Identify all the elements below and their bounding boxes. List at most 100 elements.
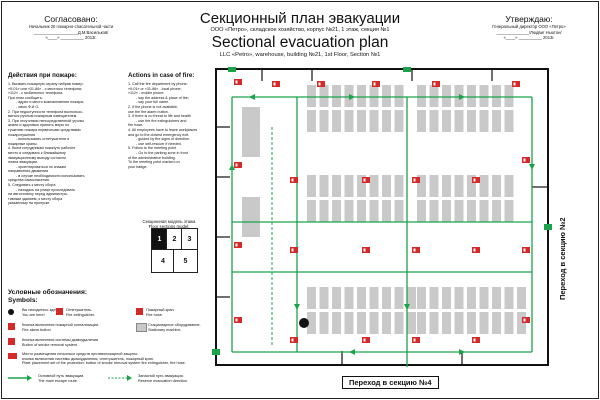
legend-fire-hose: Пожарный кран.Fire hose. bbox=[136, 308, 206, 317]
fire-equipment-glyph bbox=[413, 178, 416, 182]
rack bbox=[369, 110, 379, 132]
legend-text-en: You are here! bbox=[22, 312, 45, 317]
fire-equipment-glyph bbox=[291, 178, 294, 182]
rack bbox=[357, 200, 366, 222]
rack bbox=[467, 312, 476, 334]
legend-text-ru: Пожарный кран. bbox=[146, 308, 175, 312]
action-line: 5. Следовать к месту сбора bbox=[8, 183, 56, 188]
smoke-button-icon bbox=[8, 338, 15, 345]
fire-equipment-glyph bbox=[291, 248, 294, 252]
approve-name: ______________/Людвиг Ньютон/ bbox=[496, 29, 562, 35]
actions-en-heading: Actions in case of fire: bbox=[128, 72, 195, 79]
fire-equipment-marker bbox=[362, 177, 370, 183]
rack bbox=[344, 287, 354, 309]
fire-equipment-glyph bbox=[363, 248, 366, 252]
rack bbox=[504, 110, 514, 132]
rack bbox=[479, 287, 489, 309]
route-arrow bbox=[459, 94, 465, 100]
rack bbox=[479, 85, 489, 107]
approve-date: «____» __________ 2013г. bbox=[503, 35, 555, 41]
rack bbox=[357, 110, 366, 132]
rack bbox=[492, 200, 501, 222]
rack bbox=[382, 85, 391, 107]
action-line: «112» - с мобильного телефона. bbox=[8, 91, 64, 96]
action-line: - say your full name. bbox=[136, 100, 170, 105]
action-line: - use the fire extinguishers and bbox=[136, 118, 187, 123]
plan-routes bbox=[212, 67, 552, 367]
approval-name: ___________________Д.М.Васильков/ bbox=[33, 29, 109, 35]
fire-hose-icon bbox=[136, 308, 143, 315]
rack bbox=[369, 175, 379, 197]
floor-model-title-ru: Секционная модель этажа bbox=[142, 219, 196, 224]
action-line: средства самоспасения. bbox=[8, 178, 50, 183]
fire-equipment-glyph bbox=[235, 163, 238, 167]
rack bbox=[394, 175, 404, 197]
fire-equipment-marker bbox=[317, 81, 325, 87]
action-line: пожаротушения bbox=[8, 132, 36, 137]
rack bbox=[479, 200, 489, 222]
fire-equipment-glyph bbox=[235, 80, 238, 84]
rack bbox=[357, 85, 366, 107]
fire-equipment-marker bbox=[432, 81, 440, 87]
rack bbox=[307, 287, 316, 309]
legend-reserve-route: Запасной путь эвакуации.Reserve evacuati… bbox=[108, 374, 208, 383]
rack bbox=[319, 85, 329, 107]
legend-extinguisher: Огнетушитель.Fire extinguisher. bbox=[56, 308, 121, 317]
action-line: use the fire alarm button. bbox=[128, 109, 169, 114]
rack bbox=[344, 175, 354, 197]
section-4-label: Переход в секцию №4 bbox=[342, 376, 439, 389]
action-line: - адрес и место возникновения пожара; bbox=[16, 100, 84, 105]
legend-text-en: Reserve evacuation direction. bbox=[138, 378, 189, 383]
action-line: fire hose. bbox=[128, 123, 144, 128]
rack bbox=[242, 107, 260, 157]
rack bbox=[454, 110, 464, 132]
rack bbox=[417, 110, 426, 132]
actions-ru-heading: Действия при пожаре: bbox=[8, 72, 77, 79]
legend-text-en: Fire hose. bbox=[146, 312, 163, 317]
rack bbox=[394, 287, 404, 309]
action-line: - находясь на улице проследовать bbox=[16, 187, 76, 192]
route-arrow bbox=[349, 94, 355, 100]
fire-equipment-marker bbox=[234, 317, 242, 323]
rack bbox=[357, 175, 366, 197]
action-line: на автостоянку перед администра- bbox=[8, 192, 68, 197]
you-are-here-marker bbox=[299, 318, 309, 328]
action-line: 4. Всем сотрудникам покинуть рабочее bbox=[8, 146, 76, 151]
rack bbox=[307, 200, 316, 222]
legend-text-ru: Огнетушитель. bbox=[66, 308, 93, 312]
rack bbox=[454, 312, 464, 334]
floor-model-title-en: Floor sections model: bbox=[148, 224, 190, 229]
action-line: направления движения bbox=[8, 169, 49, 174]
rack bbox=[344, 110, 354, 132]
rack bbox=[307, 312, 316, 334]
machine-icon bbox=[136, 323, 147, 332]
plan-racks bbox=[242, 85, 526, 334]
fire-equipment-marker bbox=[472, 247, 480, 253]
fire-equipment-marker bbox=[362, 337, 370, 343]
legend-text-en: Button of smoke removal system. bbox=[22, 342, 79, 347]
action-line: - в случае необходимости использовать bbox=[16, 173, 85, 178]
floor-model-cell-5: 5 bbox=[173, 249, 198, 273]
rack bbox=[332, 312, 341, 334]
action-line: 2. При недоступности телефона воспользо- bbox=[8, 109, 83, 114]
route-arrow bbox=[229, 164, 235, 170]
rack bbox=[429, 312, 439, 334]
rack bbox=[382, 312, 391, 334]
rack bbox=[382, 175, 391, 197]
approval-date: «____» __________ 2013г. bbox=[45, 35, 97, 41]
action-line: 3. If there is no threat to life and hea… bbox=[128, 114, 191, 119]
plan-equipment bbox=[234, 79, 530, 343]
approval-heading: Согласовано: bbox=[44, 14, 98, 24]
rack bbox=[504, 175, 514, 197]
title-en: Sectional evacuation plan bbox=[211, 34, 389, 51]
fire-equipment-marker bbox=[372, 81, 380, 87]
rack bbox=[369, 312, 379, 334]
approval-block-left: Согласовано: Начальник 20 пожарно-спасат… bbox=[6, 14, 136, 41]
rack bbox=[442, 85, 451, 107]
fire-equipment-glyph bbox=[513, 82, 516, 86]
rack bbox=[332, 85, 341, 107]
fire-equipment-marker bbox=[272, 81, 280, 87]
action-line: - использовать огнетушители и bbox=[16, 137, 70, 142]
fire-equipment-marker bbox=[412, 247, 420, 253]
